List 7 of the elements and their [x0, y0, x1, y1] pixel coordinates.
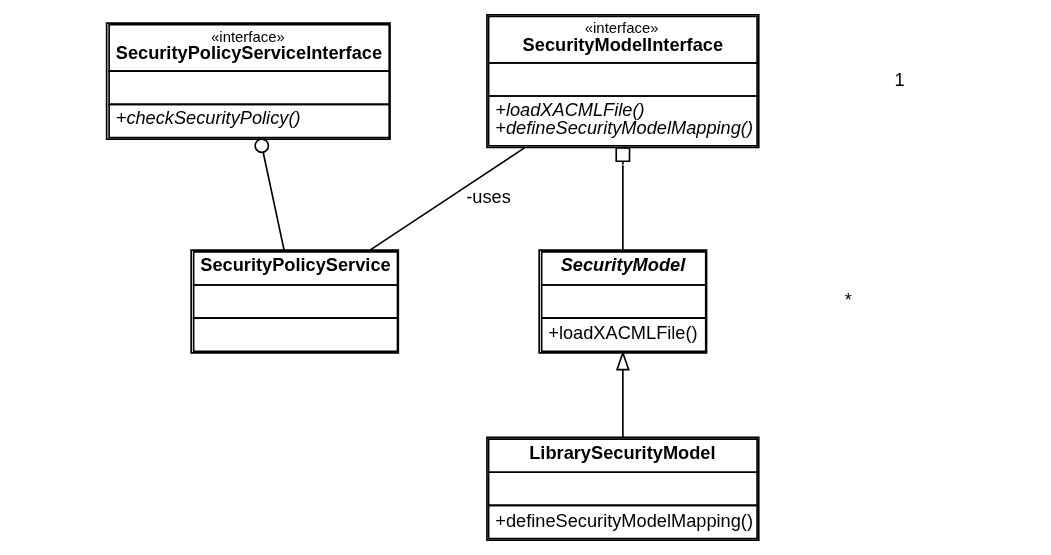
- label: *: [844, 290, 852, 311]
- label: 1: [894, 69, 905, 90]
- edge-label: -uses: [466, 187, 511, 208]
- connector: [615, 147, 631, 251]
- arrow: [615, 350, 630, 439]
- connector: [369, 146, 526, 251]
- connector: [254, 138, 285, 251]
